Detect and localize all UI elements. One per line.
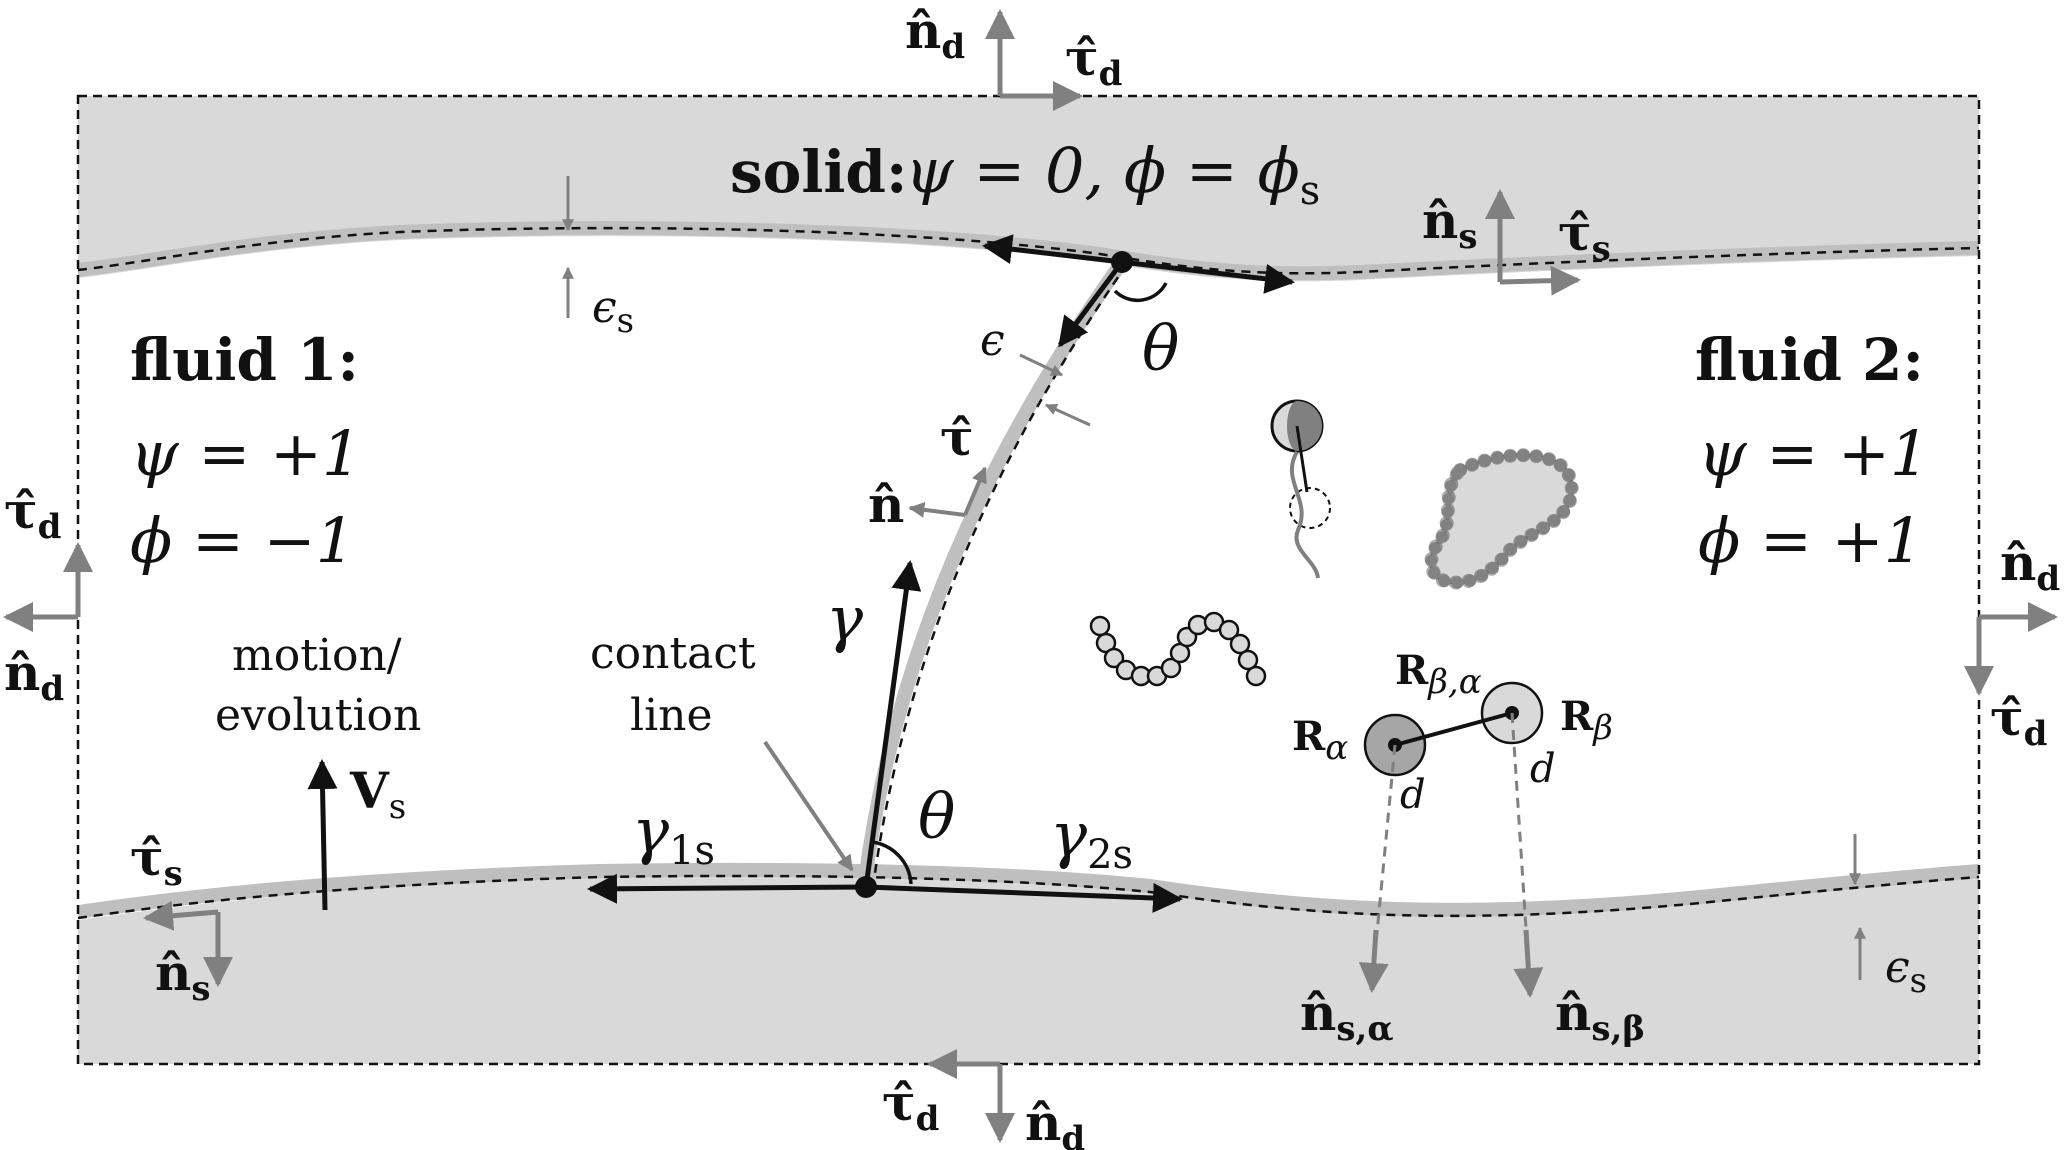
solid-equation: ψ = 0, ϕ = ϕs: [905, 134, 1320, 214]
contact-line-label-2: line: [630, 690, 713, 741]
microswimmer-icon: [1270, 399, 1331, 579]
top-interface-band: [77, 221, 1980, 281]
top-surface-n-label: n̂s: [1422, 191, 1478, 257]
interface-eps-label: ϵ: [980, 315, 1005, 366]
bottom-surface-n-label: n̂s: [155, 943, 211, 1009]
bottom-surface-axes: [143, 900, 233, 987]
r-alpha-label: Rα: [1292, 713, 1348, 768]
bottom-theta-label: θ: [918, 780, 955, 853]
gamma-1s-label: γ1s: [632, 794, 715, 874]
top-surface-tau-label: τ̂s: [1558, 203, 1611, 269]
bottom-domain-tau-label: τ̂d: [882, 1073, 939, 1139]
left-domain-axes: [2, 542, 93, 632]
top-domain-n-label: n̂d: [905, 1, 965, 67]
n-s-alpha-label: n̂s,α: [1300, 983, 1394, 1049]
top-surface-axes: [1485, 189, 1581, 296]
contact-line-label-1: contact: [590, 628, 756, 679]
fluid2-title: fluid 2:: [1695, 326, 1924, 394]
contact-line-pointer: [763, 740, 854, 872]
bottom-eps-s-label: ϵs: [1885, 942, 1927, 1001]
r-beta-label: Rβ: [1560, 693, 1613, 748]
bottom-theta-arc: [871, 840, 913, 885]
gamma-2s-label: γ2s: [1050, 798, 1133, 878]
top-theta-label: θ: [1142, 312, 1179, 385]
right-domain-tau-label: τ̂d: [1990, 688, 2047, 754]
top-domain-axes: [985, 9, 1083, 111]
fluid1-phi: ϕ = −1: [130, 504, 355, 577]
bottom-interface-band: [77, 862, 1980, 919]
bottom-interface-line: [77, 874, 1980, 920]
d-alpha-label: d: [1400, 772, 1426, 818]
interface-n-label: n̂: [868, 475, 904, 534]
bottom-domain-axes: [927, 1049, 1015, 1143]
fluid1-title: fluid 1:: [130, 326, 359, 394]
top-theta-arc: [1113, 282, 1168, 303]
motion-label-2: evolution: [215, 690, 421, 741]
velocity-arrow: [307, 759, 338, 911]
n-s-beta-label: n̂s,β: [1555, 983, 1645, 1049]
bottom-contact-point: [855, 876, 877, 898]
interface-eps-marker: [1019, 353, 1091, 427]
right-domain-axes: [1964, 602, 2058, 696]
solid-label: solid:: [730, 138, 907, 206]
bottom-solid-region: [78, 873, 1979, 1064]
d-beta-label: d: [1530, 746, 1556, 792]
velocity-label: Vs: [349, 761, 406, 827]
right-domain-n-label: n̂d: [2000, 533, 2060, 599]
fluid2-psi: ψ = +1: [1698, 417, 1929, 490]
top-domain-tau-label: τ̂d: [1065, 28, 1122, 94]
left-domain-n-label: n̂d: [4, 643, 64, 709]
bottom-contact-forces: [587, 560, 1183, 913]
top-contact-forces: [982, 234, 1295, 348]
vesicle-icon: [1424, 448, 1579, 590]
fluid2-phi: ϕ = +1: [1698, 504, 1923, 577]
bottom-eps-s-marker: [1849, 834, 1866, 980]
left-domain-tau-label: τ̂d: [4, 481, 61, 547]
bottom-domain-n-label: n̂d: [1025, 1093, 1085, 1150]
fluid1-psi: ψ = +1: [130, 417, 361, 490]
r-beta-alpha-label: Rβ,α: [1395, 647, 1482, 702]
bead-chain-icon: [1089, 611, 1267, 687]
gamma-label: γ: [826, 582, 864, 655]
interface-tangent-normal: [908, 466, 987, 518]
bottom-surface-tau-label: τ̂s: [130, 828, 183, 894]
particle-pair: [1358, 681, 1544, 998]
motion-label-1: motion/: [232, 630, 402, 681]
top-eps-s-label: ϵs: [592, 282, 634, 341]
interface-tau-label: τ̂: [940, 408, 974, 467]
top-contact-point: [1111, 251, 1133, 273]
